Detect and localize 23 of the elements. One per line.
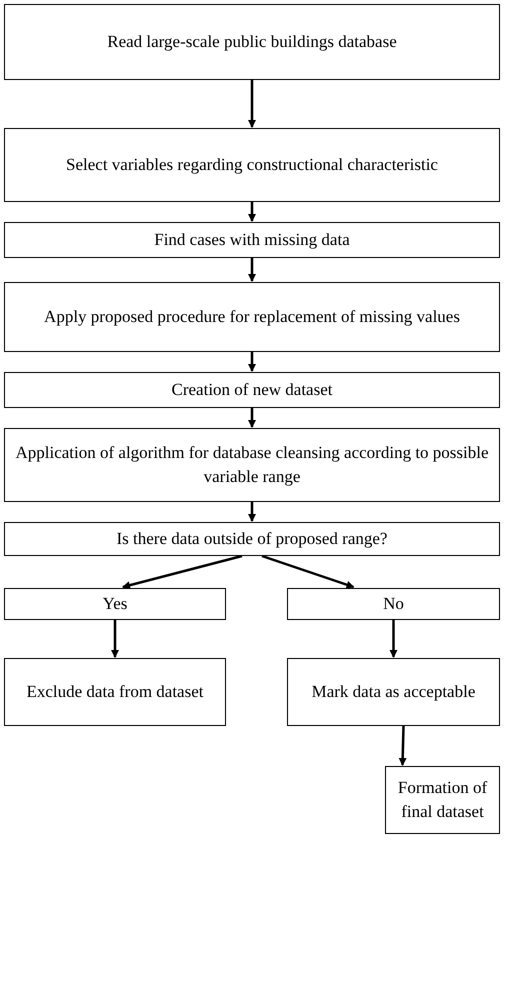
arrow [111, 620, 119, 658]
process-box: No [287, 588, 500, 620]
arrow [248, 408, 256, 428]
arrow [248, 202, 256, 222]
process-box: Yes [4, 588, 226, 620]
process-box: Creation of new dataset [4, 372, 500, 408]
process-box: Apply proposed procedure for replacement of missing values [4, 282, 500, 352]
arrow [248, 258, 256, 282]
process-box: Application of algorithm for database cleansing according to possible variable range [4, 428, 500, 502]
arrow [248, 502, 256, 522]
process-box: Read large-scale public buildings database [4, 4, 500, 80]
process-box: Mark data as acceptable [287, 658, 500, 726]
process-box: Formation of final dataset [385, 766, 500, 834]
process-box: Select variables regarding constructional characteristic [4, 128, 500, 202]
arrow [390, 620, 398, 658]
process-box: Exclude data from dataset [4, 658, 226, 726]
process-box: Find cases with missing data [4, 222, 500, 258]
arrow [248, 352, 256, 372]
process-box: Is there data outside of proposed range? [4, 522, 500, 556]
arrow [122, 554, 242, 590]
arrow [398, 726, 407, 766]
arrow [262, 554, 354, 589]
arrow [248, 80, 256, 128]
